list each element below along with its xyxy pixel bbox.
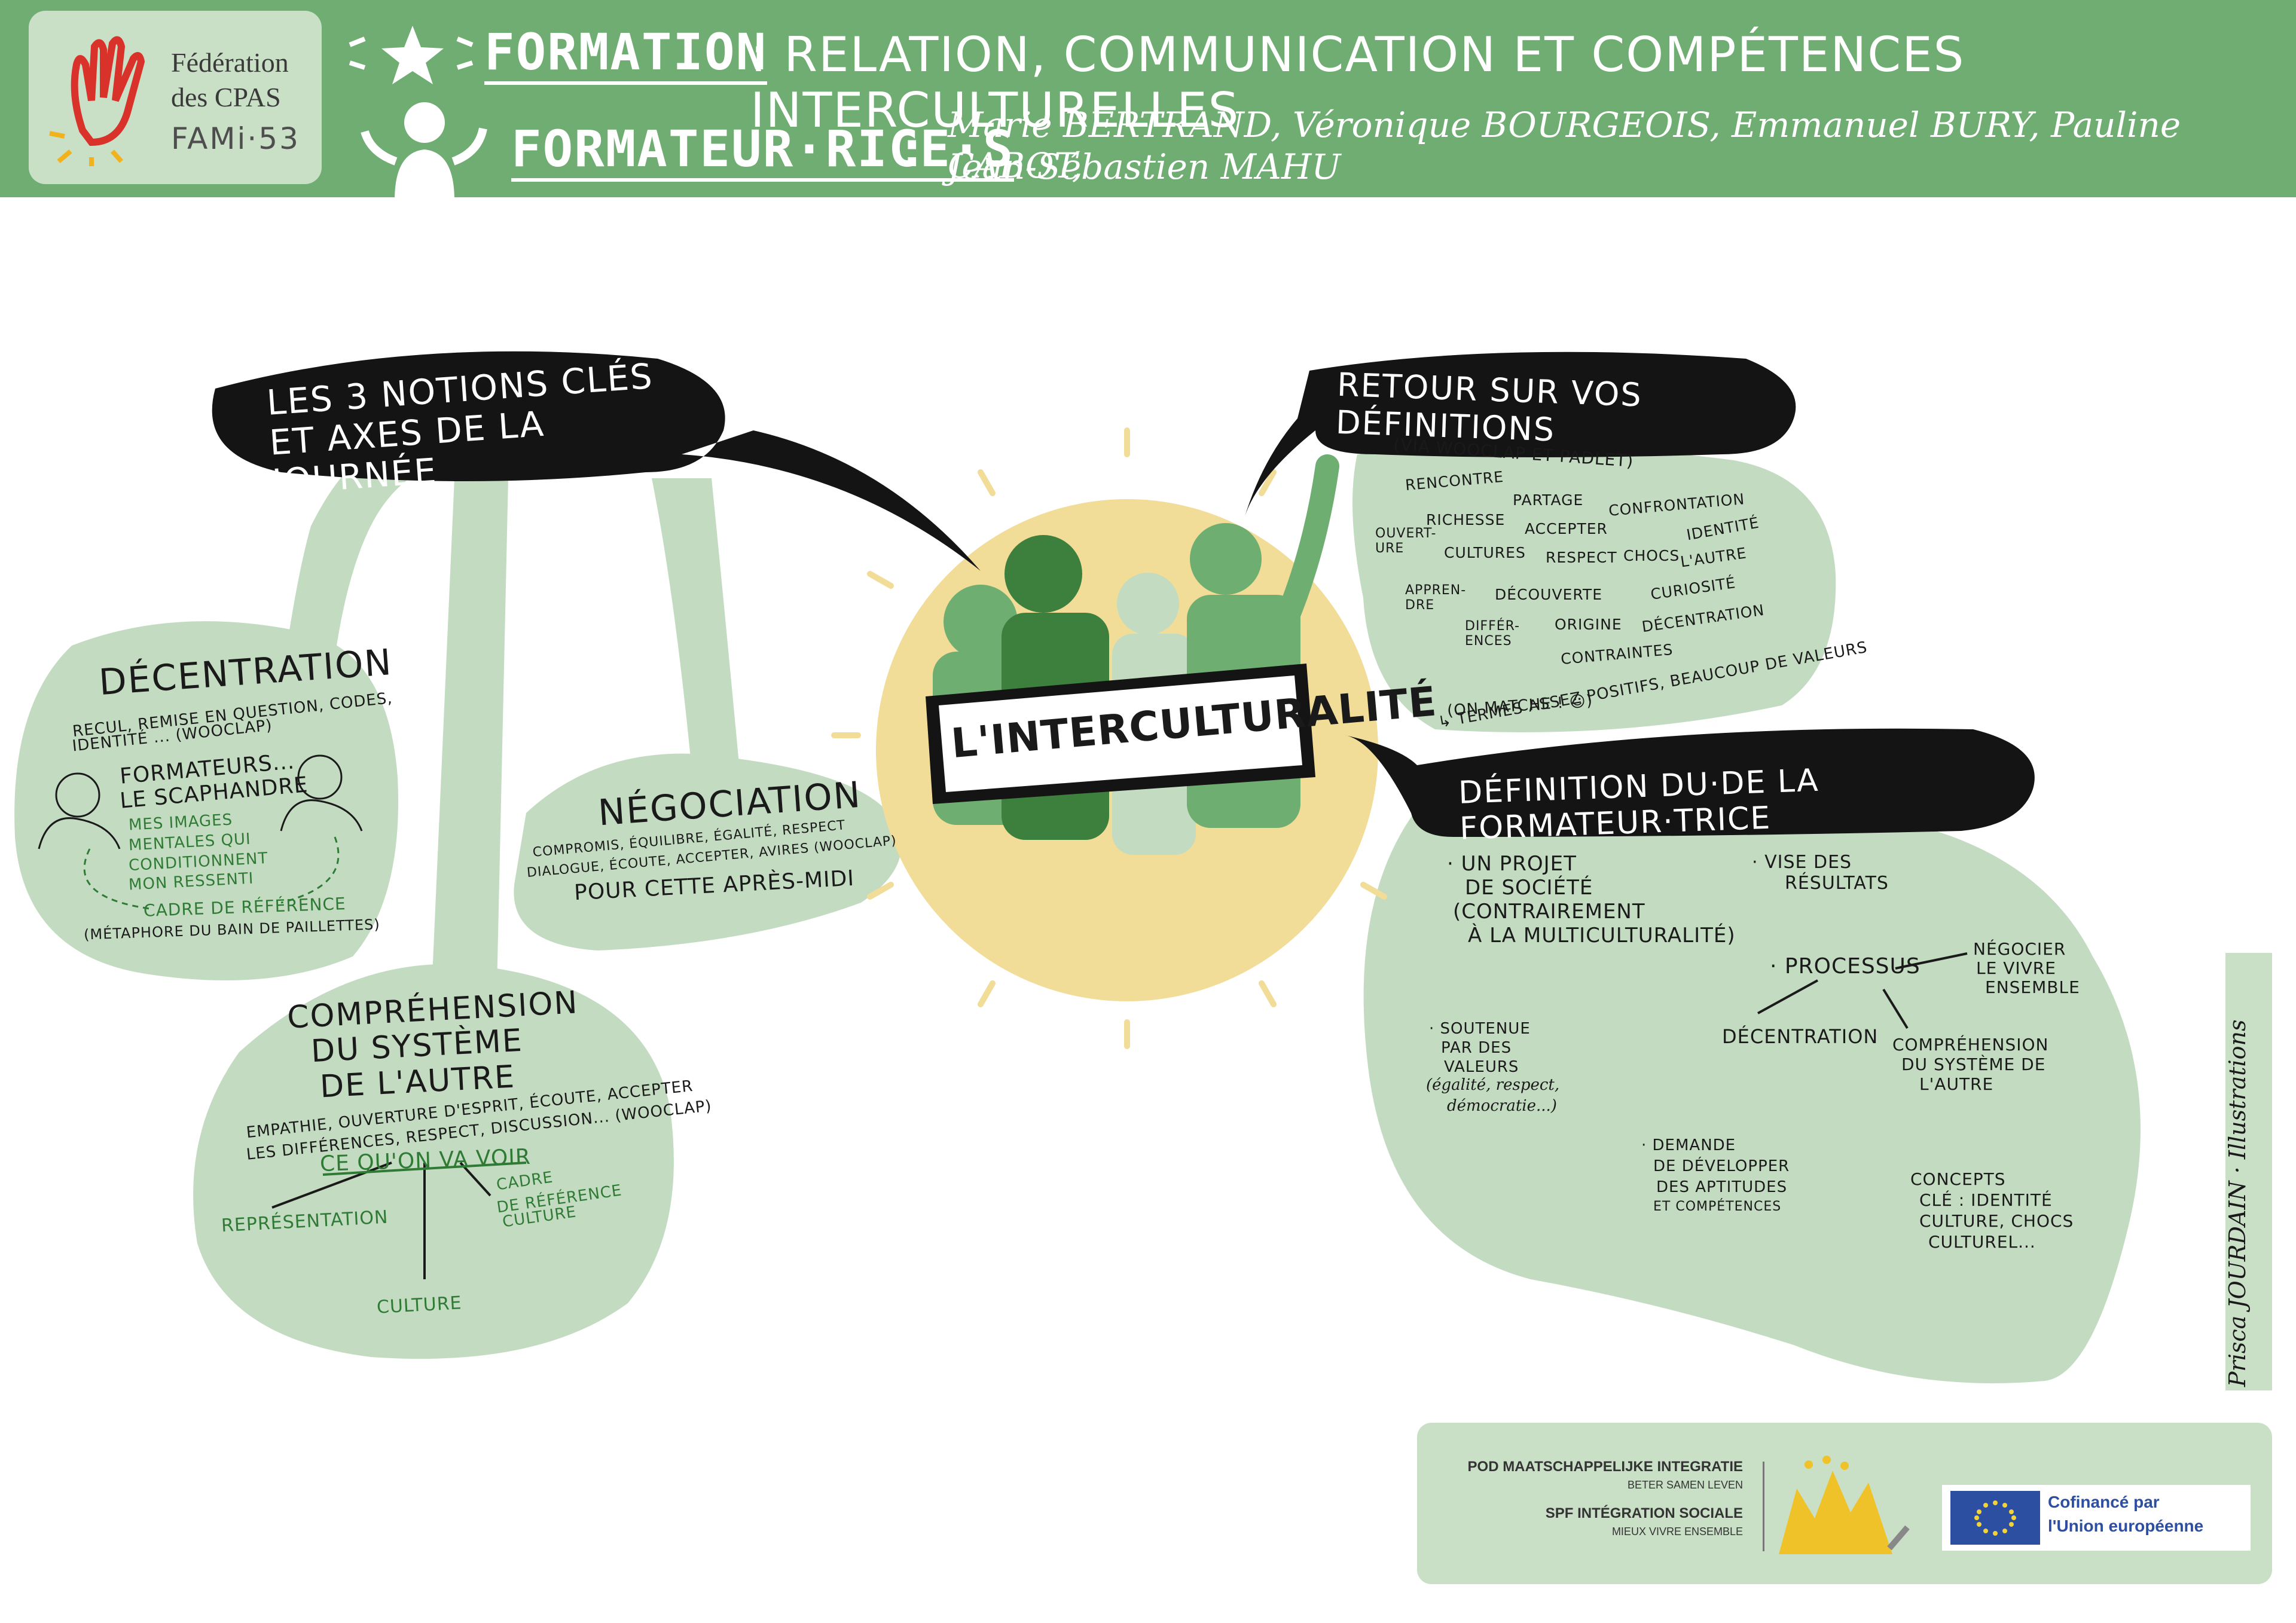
eu-line1: Cofinancé par [2048, 1493, 2160, 1511]
formateurs-sep: : [897, 120, 929, 178]
def-soutenu5: démocratie...) [1447, 1097, 1557, 1115]
def-soutenu4: (égalité, respect, [1426, 1076, 1560, 1094]
formateurs-line2: Jean-Sébastien MAHU [948, 146, 1341, 187]
retour-word: PARTAGE [1513, 491, 1584, 509]
retour-word: RESPECT [1546, 549, 1617, 566]
def-projet1: · UN PROJET [1447, 852, 1577, 876]
comprehension-culture: CULTURE [376, 1292, 463, 1318]
footer-divider [1763, 1462, 1764, 1551]
logo-line1: Fédération [171, 47, 289, 78]
def-projet2: DE SOCIÉTÉ [1465, 876, 1593, 900]
integration-logo-icon [1779, 1456, 1910, 1554]
hand-logo-icon [49, 36, 145, 166]
credit-strip [2225, 953, 2272, 1390]
retour-word: OUVERT-URE [1375, 526, 1437, 556]
def-vise1: · VISE DES [1752, 852, 1852, 873]
def-demande3: DES APTITUDES [1656, 1178, 1788, 1196]
eu-flag-icon [1950, 1491, 2040, 1545]
logo-line3: FAMi·53 [171, 121, 300, 156]
pod-line1: POD MAATSCHAPPELIJKE INTEGRATIE [1467, 1459, 1743, 1475]
retour-word: CULTURES [1444, 544, 1526, 561]
def-processus: · PROCESSUS [1770, 954, 1921, 979]
def-projet3: (CONTRAIREMENT [1453, 900, 1645, 924]
illustrator-credit: Prisca JOURDAIN · Illustrations [2224, 1019, 2251, 1387]
formation-label: FORMATION [484, 23, 768, 85]
def-vise2: RÉSULTATS [1785, 873, 1889, 894]
retour-word: DIFFÉR-ENCES [1465, 619, 1520, 649]
def-negocier3: ENSEMBLE [1985, 977, 2080, 997]
def-demande4: ET COMPÉTENCES [1653, 1199, 1782, 1214]
formation-value: : RELATION, COMMUNICATION ET COMPÉTENCES… [750, 27, 1965, 138]
def-projet4: À LA MULTICULTURALITÉ) [1468, 924, 1736, 947]
header-bar [0, 0, 2296, 197]
def-concepts3: CULTURE, CHOCS [1919, 1211, 2074, 1231]
pod-line2: BETER SAMEN LEVEN [1627, 1479, 1743, 1491]
retour-word: APPREN-DRE [1405, 583, 1467, 613]
def-demande2: DE DÉVELOPPER [1653, 1157, 1790, 1175]
retour-word: ORIGINE [1555, 616, 1622, 633]
def-negocier1: NÉGOCIER [1973, 939, 2066, 959]
def-comp1: COMPRÉHENSION [1892, 1035, 2049, 1055]
retour-word: RICHESSE [1426, 511, 1506, 528]
formateurs-line1: Marie BERTRAND, Véronique BOURGEOIS, Emm… [948, 105, 2181, 186]
person-icon [361, 102, 487, 200]
formateurs-label: FORMATEUR·RICE·S [511, 120, 1015, 182]
logo-line2: des CPAS [171, 82, 281, 112]
def-decentration: DÉCENTRATION [1722, 1025, 1879, 1048]
def-concepts4: CULTUREL... [1928, 1232, 2036, 1252]
retour-word: CHOCS [1623, 547, 1680, 564]
logo-box: Fédération des CPAS FAMi·53 [29, 11, 322, 184]
def-concepts1: CONCEPTS [1910, 1169, 2006, 1189]
retour-word: ACCEPTER [1525, 520, 1608, 537]
spf-line1: SPF INTÉGRATION SOCIALE [1545, 1505, 1743, 1521]
sun-rays [831, 427, 1387, 1049]
def-soutenu3: VALEURS [1444, 1058, 1519, 1076]
retour-word: DÉCOUVERTE [1495, 586, 1602, 603]
def-demande1: · DEMANDE [1641, 1136, 1736, 1154]
faces-sketch [38, 754, 363, 910]
spf-line2: MIEUX VIVRE ENSEMBLE [1611, 1526, 1743, 1538]
def-comp3: L'AUTRE [1919, 1074, 1994, 1094]
def-concepts2: CLÉ : IDENTITÉ [1919, 1190, 2053, 1210]
star-icon [349, 26, 474, 84]
def-comp2: DU SYSTÈME DE [1901, 1055, 2046, 1074]
def-negocier2: LE VIVRE [1976, 958, 2056, 978]
def-soutenu2: PAR DES [1441, 1039, 1512, 1057]
eu-line2: l'Union européenne [2048, 1517, 2204, 1535]
def-soutenu1: · SOUTENUE [1429, 1020, 1531, 1038]
